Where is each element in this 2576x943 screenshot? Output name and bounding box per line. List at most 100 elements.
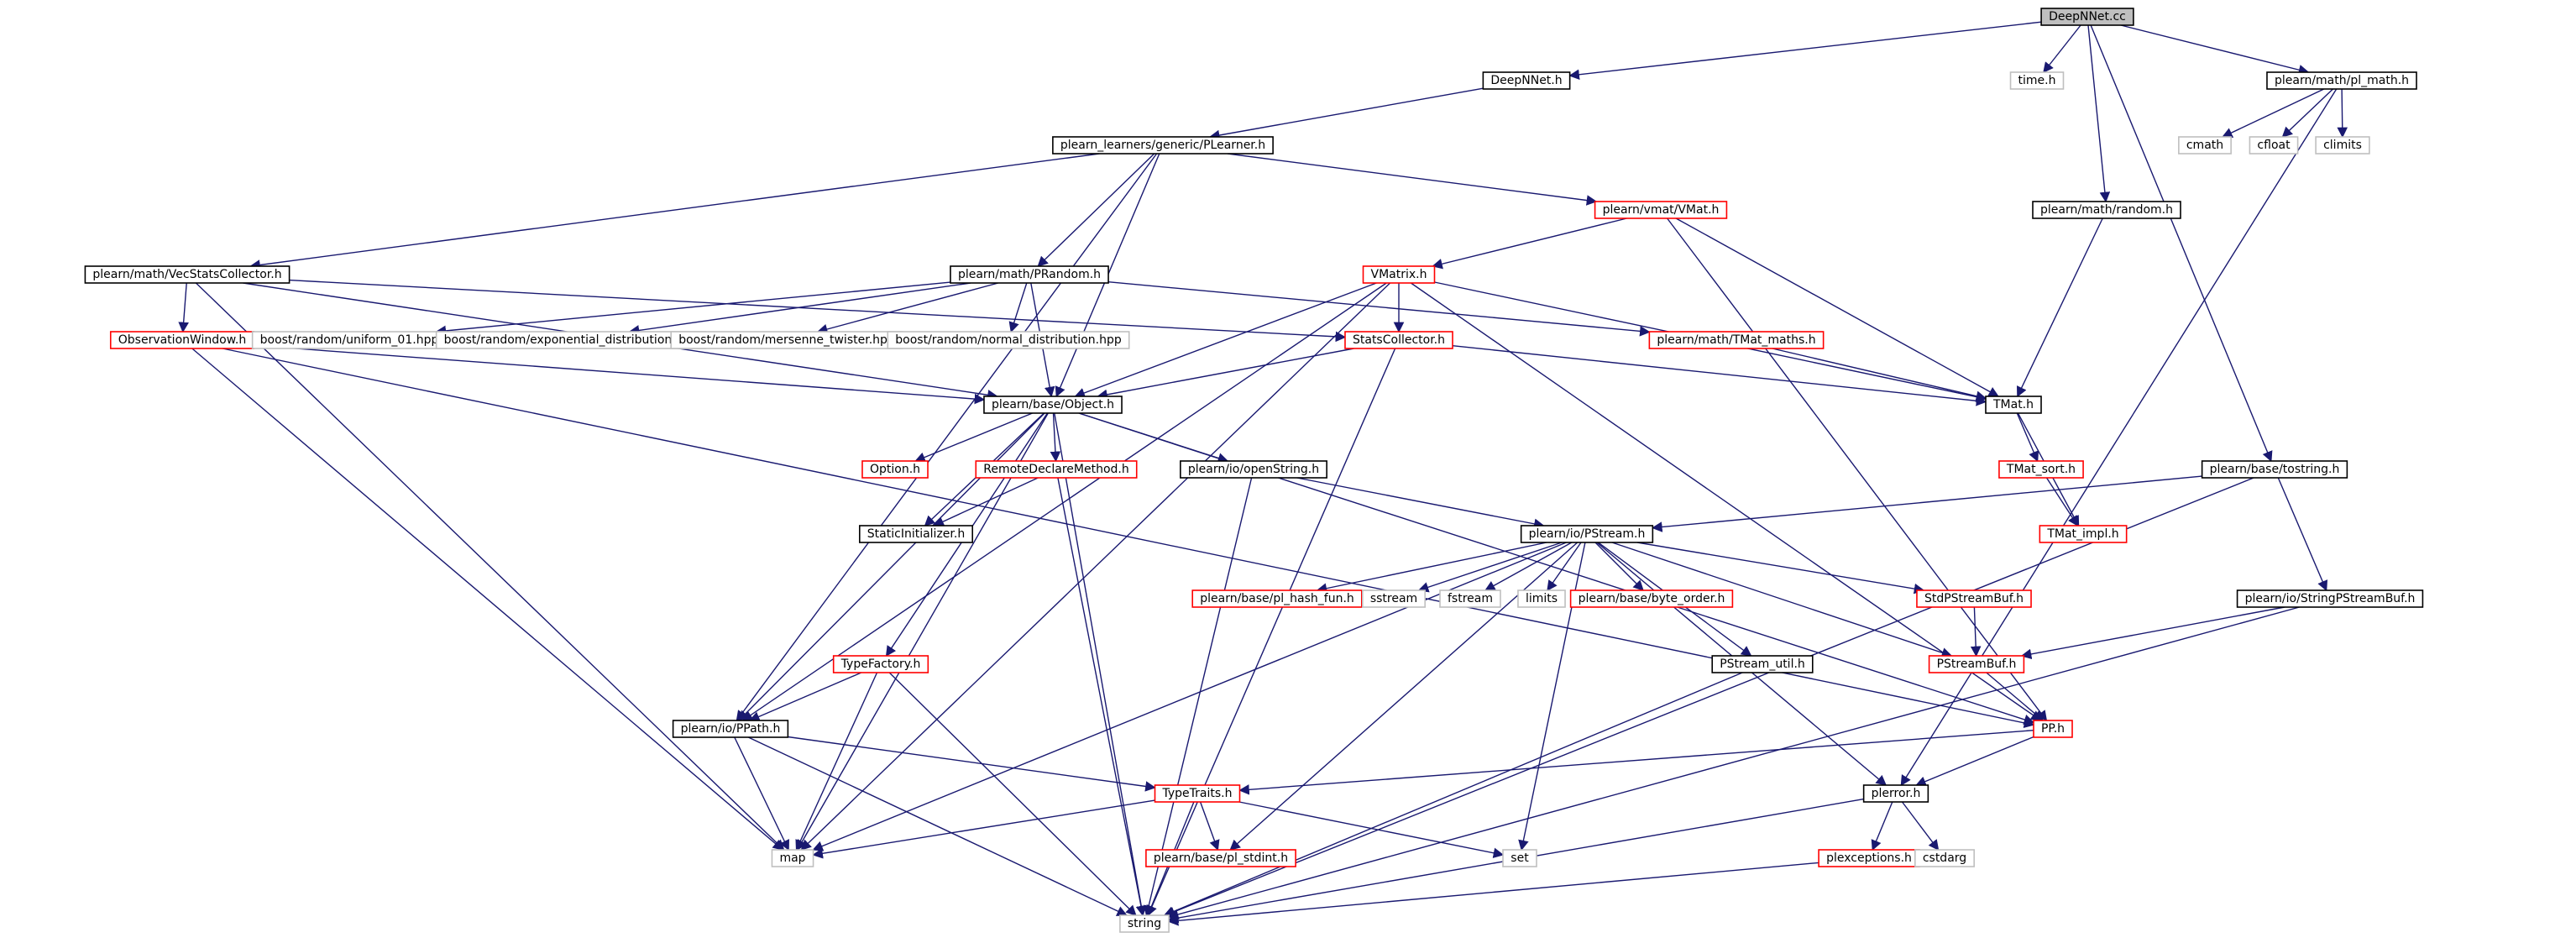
node-uniform01[interactable]: boost/random/uniform_01.hpp — [251, 331, 448, 349]
edge-deepnnet-cc-to-pl-math-h — [2120, 24, 2310, 76]
node-statscoll-h[interactable]: StatsCollector.h — [1344, 331, 1453, 349]
node-box — [2178, 136, 2232, 155]
node-vecstats-h[interactable]: plearn/math/VecStatsCollector.h — [84, 265, 291, 284]
node-pstreambuf-h[interactable]: PStreamBuf.h — [1928, 655, 2025, 673]
node-byteorder-h[interactable]: plearn/base/byte_order.h — [1569, 589, 1734, 608]
node-box — [1711, 655, 1814, 673]
edge-prandom-h-to-expdist — [628, 282, 971, 336]
node-typetraits-h[interactable]: TypeTraits.h — [1154, 784, 1241, 803]
node-tmat-sort-h[interactable]: TMat_sort.h — [1998, 460, 2084, 479]
edge-deepnnet-cc-to-random-h — [2087, 24, 2111, 203]
edge-stringpsb-h-to-string — [1167, 606, 2300, 920]
node-tmat-maths-h[interactable]: plearn/math/TMat_maths.h — [1648, 331, 1825, 349]
node-pl-math-h[interactable]: plearn/math/pl_math.h — [2266, 71, 2417, 90]
node-set[interactable]: set — [1502, 849, 1537, 867]
node-box — [1862, 784, 1929, 803]
edge-remotedecl-h-to-string — [1057, 477, 1147, 917]
node-plerror-h[interactable]: plerror.h — [1862, 784, 1929, 803]
edge-plearner-h-to-ppath-h — [736, 153, 1158, 722]
node-option-h[interactable]: Option.h — [861, 460, 929, 479]
node-random-h[interactable]: plearn/math/random.h — [2032, 201, 2181, 219]
node-map[interactable]: map — [771, 849, 814, 867]
node-label: fstream — [1448, 592, 1493, 605]
edge-statscoll-h-to-tmat-h — [1452, 345, 1987, 406]
node-time-h[interactable]: time.h — [2009, 71, 2065, 90]
edge-pstream-h-to-hashfun-h — [1316, 542, 1547, 594]
node-cstdarg[interactable]: cstdarg — [1914, 849, 1975, 867]
node-cfloat[interactable]: cfloat — [2249, 136, 2299, 155]
node-expdist[interactable]: boost/random/exponential_distribution.hp… — [435, 331, 707, 349]
node-stringpsb-h[interactable]: plearn/io/StringPStreamBuf.h — [2236, 589, 2424, 608]
node-stdpsb-h[interactable]: StdPStreamBuf.h — [1916, 589, 2032, 608]
node-box — [1502, 849, 1537, 867]
node-string[interactable]: string — [1119, 914, 1170, 933]
node-label: TMat.h — [1992, 398, 2034, 411]
edges-layer — [178, 21, 2348, 926]
node-pstreamutil-h[interactable]: PStream_util.h — [1711, 655, 1814, 673]
edge-pl-math-h-to-climits — [2337, 88, 2348, 139]
edge-vmat-h-to-vmatrix-h — [1432, 217, 1627, 270]
node-plexceptions-h[interactable]: plexceptions.h — [1818, 849, 1920, 867]
node-label: plearn/io/PStream.h — [1529, 527, 1646, 541]
node-climits[interactable]: climits — [2315, 136, 2370, 155]
node-vmatrix-h[interactable]: VMatrix.h — [1362, 265, 1436, 284]
node-box — [1517, 589, 1566, 608]
edge-vecstats-h-to-obswindow-h — [178, 282, 189, 333]
node-mersenne[interactable]: boost/random/mersenne_twister.hpp — [670, 331, 903, 349]
node-plearner-h[interactable]: plearn_learners/generic/PLearner.h — [1052, 136, 1274, 155]
edge-object-h-to-pp-h — [1078, 412, 2035, 725]
node-tmat-impl-h[interactable]: TMat_impl.h — [2039, 525, 2128, 543]
edge-ppath-h-to-map — [734, 736, 789, 851]
node-staticinit-h[interactable]: StaticInitializer.h — [858, 525, 974, 543]
node-label: plearn/base/pl_hash_fun.h — [1200, 592, 1354, 605]
node-remotedecl-h[interactable]: RemoteDeclareMethod.h — [975, 460, 1138, 479]
node-limits[interactable]: limits — [1517, 589, 1566, 608]
node-label: DeepNNet.cc — [2049, 10, 2126, 24]
node-tostring-h[interactable]: plearn/base/tostring.h — [2201, 460, 2348, 479]
node-tmat-h[interactable]: TMat.h — [1985, 396, 2042, 414]
node-vmat-h[interactable]: plearn/vmat/VMat.h — [1594, 201, 1728, 219]
node-box — [1362, 589, 1426, 608]
node-cmath[interactable]: cmath — [2178, 136, 2232, 155]
edge-vecstats-h-to-map — [195, 282, 785, 851]
node-label: ObservationWindow.h — [118, 333, 247, 347]
edge-openstring-h-to-string — [1143, 477, 1253, 917]
node-obswindow-h[interactable]: ObservationWindow.h — [109, 331, 255, 349]
node-openstring-h[interactable]: plearn/io/openString.h — [1180, 460, 1327, 479]
node-label: PP.h — [2041, 722, 2065, 736]
node-prandom-h[interactable]: plearn/math/PRandom.h — [950, 265, 1109, 284]
node-label: DeepNNet.h — [1490, 74, 1562, 87]
node-deepnnet-h[interactable]: DeepNNet.h — [1482, 71, 1571, 90]
edge-typetraits-h-to-plstdint-h — [1199, 801, 1220, 851]
edge-deepnnet-cc-to-time-h — [2043, 24, 2081, 73]
node-label: plerror.h — [1872, 787, 1921, 800]
edge-pstream-h-to-set — [1518, 542, 1586, 851]
node-plstdint-h[interactable]: plearn/base/pl_stdint.h — [1145, 849, 1296, 867]
node-deepnnet-cc[interactable]: DeepNNet.cc — [2040, 8, 2134, 26]
node-fstream[interactable]: fstream — [1439, 589, 1501, 608]
edge-typetraits-h-to-set — [1238, 801, 1505, 858]
node-ppath-h[interactable]: plearn/io/PPath.h — [672, 720, 789, 738]
node-pstream-h[interactable]: plearn/io/PStream.h — [1520, 525, 1654, 543]
edge-pstream-h-to-fstream — [1484, 542, 1573, 591]
node-box — [1362, 265, 1436, 284]
edge-object-h-to-string — [1054, 412, 1147, 917]
edge-plerror-h-to-cstdarg — [1901, 801, 1940, 851]
node-normaldist[interactable]: boost/random/normal_distribution.hpp — [887, 331, 1130, 349]
node-label: plexceptions.h — [1826, 851, 1912, 865]
node-pp-h[interactable]: PP.h — [2033, 720, 2073, 738]
node-object-h[interactable]: plearn/base/Object.h — [983, 396, 1123, 414]
node-hashfun-h[interactable]: plearn/base/pl_hash_fun.h — [1191, 589, 1363, 608]
edge-random-h-to-tmat-h — [2017, 217, 2103, 398]
node-box — [672, 720, 789, 738]
edge-pstream-h-to-plstdint-h — [1229, 542, 1579, 851]
node-label: plearn/base/pl_stdint.h — [1154, 851, 1288, 865]
node-label: boost/random/normal_distribution.hpp — [895, 333, 1122, 347]
node-typefactory-h[interactable]: TypeFactory.h — [832, 655, 929, 673]
node-sstream[interactable]: sstream — [1362, 589, 1426, 608]
node-label: Option.h — [870, 463, 920, 476]
node-box — [1180, 460, 1327, 479]
node-box — [2033, 720, 2073, 738]
node-box — [1520, 525, 1654, 543]
